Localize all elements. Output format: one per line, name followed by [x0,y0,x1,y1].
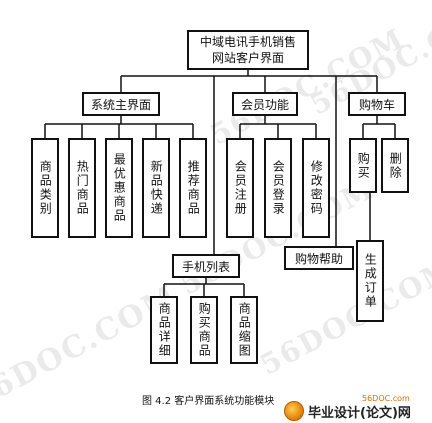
node-system-main-label: 系统主界面 [90,97,151,112]
site-logo: 毕业设计(论文)网 [284,401,411,421]
node-cart: 购物车 [348,92,406,116]
node-hot-products-label: 热门商品 [75,160,90,216]
node-help: 购物帮助 [284,246,354,270]
node-new-arrivals: 新品快递 [142,138,170,238]
node-buy-label: 购买 [356,151,371,180]
node-phone-list-label: 手机列表 [181,259,230,274]
node-new-arrivals-label: 新品快递 [149,160,164,216]
node-register: 会员注册 [226,138,254,238]
node-login-label: 会员登录 [271,160,286,216]
node-register-label: 会员注册 [233,160,248,216]
node-buy: 购买 [349,138,377,193]
node-recommended-label: 推荐商品 [186,160,201,216]
node-phone-list: 手机列表 [172,254,240,278]
logo-icon [284,401,304,421]
node-best-deals-label: 最优惠商品 [112,153,127,223]
node-change-password-label: 修改密码 [309,160,324,216]
node-cart-label: 购物车 [358,97,395,112]
node-product-detail: 商品详细 [150,296,178,364]
node-best-deals: 最优惠商品 [105,138,133,238]
node-delete-label: 删除 [388,151,403,180]
node-member: 会员功能 [232,92,298,116]
node-product-detail-label: 商品详细 [157,302,172,358]
node-category: 商品类别 [31,138,59,238]
node-delete: 删除 [381,138,409,193]
node-thumbnail-label: 商品缩图 [237,302,252,358]
node-help-label: 购物帮助 [294,251,343,266]
site-url: 56DOC.com [362,394,410,403]
node-generate-order-label: 生成订单 [363,253,378,309]
node-change-password: 修改密码 [302,138,330,238]
node-buy-product: 购买商品 [190,296,218,364]
node-system-main: 系统主界面 [82,92,160,116]
node-category-label: 商品类别 [38,160,53,216]
node-generate-order: 生成订单 [356,240,384,322]
node-recommended: 推荐商品 [179,138,207,238]
node-member-label: 会员功能 [240,97,289,112]
node-buy-product-label: 购买商品 [197,302,212,358]
node-thumbnail: 商品缩图 [230,296,258,364]
node-root-label: 中域电讯手机销售网站客户界面 [199,34,296,65]
node-hot-products: 热门商品 [68,138,96,238]
node-root: 中域电讯手机销售网站客户界面 [187,30,309,70]
logo-text: 毕业设计(论文)网 [308,405,411,421]
figure-caption: 图 4.2 客户界面系统功能模块 [142,396,275,407]
node-login: 会员登录 [264,138,292,238]
